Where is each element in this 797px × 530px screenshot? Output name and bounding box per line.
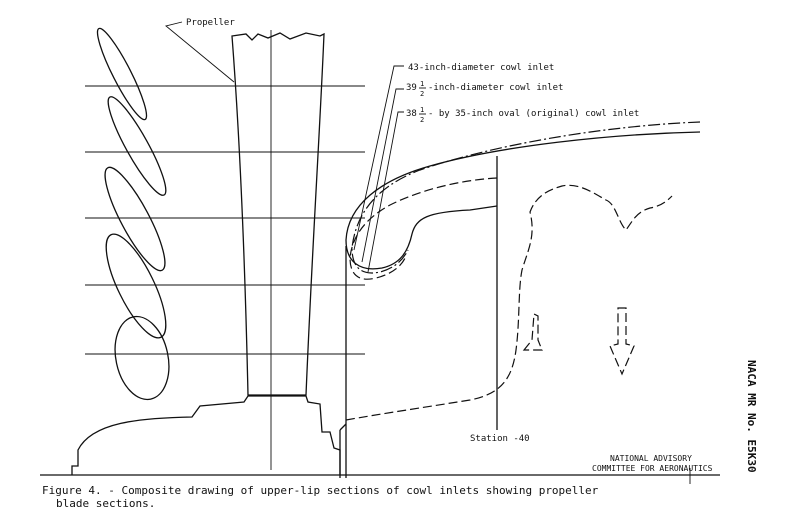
inlet-39-fraction-den: 2 — [420, 90, 424, 98]
inlet-38-label: - by 35-inch oval (original) cowl inlet — [428, 109, 639, 119]
duct-contour — [345, 184, 673, 421]
blade-section-ellipse — [96, 27, 148, 121]
credit-line-1: NATIONAL ADVISORY — [610, 454, 692, 463]
blade-section-ellipse — [114, 315, 170, 401]
report-number: NACA MR No. E5K30 — [745, 360, 758, 473]
inner-fitting-left — [522, 313, 543, 351]
inlet-43-label: 43-inch-diameter cowl inlet — [408, 63, 554, 73]
credit-line-2: COMMITTEE FOR AERONAUTICS — [592, 464, 713, 473]
inlet-39-number: 39 — [406, 83, 417, 93]
cowl-wall — [339, 246, 347, 478]
inlet-39-fraction-num: 1 — [420, 80, 424, 88]
leader-lines — [165, 21, 404, 273]
blade-section-ellipse — [105, 233, 167, 339]
inlet-38-fraction-num: 1 — [420, 106, 424, 114]
propeller-blade — [231, 30, 325, 470]
inlet-39-lip — [351, 121, 701, 274]
inlet-43-lip — [345, 131, 701, 270]
inner-fitting-right — [609, 307, 635, 376]
blade-section-ellipse — [104, 166, 166, 272]
cowl-inlet-lips — [345, 121, 701, 280]
caption-line-1: Figure 4. - Composite drawing of upper-l… — [42, 484, 599, 497]
caption-line-2: blade sections. — [56, 497, 155, 510]
propeller-label: Propeller — [186, 18, 235, 28]
inlet-38-fraction-den: 2 — [420, 116, 424, 124]
inlet-38-number: 38 — [406, 109, 417, 119]
station-label: Station -40 — [470, 434, 530, 444]
blade-sections — [85, 27, 365, 401]
blade-section-ellipse — [107, 96, 167, 196]
inlet-39-label: -inch-diameter cowl inlet — [428, 83, 563, 93]
spinner-hub — [71, 395, 341, 475]
inlet-38-lip — [349, 177, 498, 280]
